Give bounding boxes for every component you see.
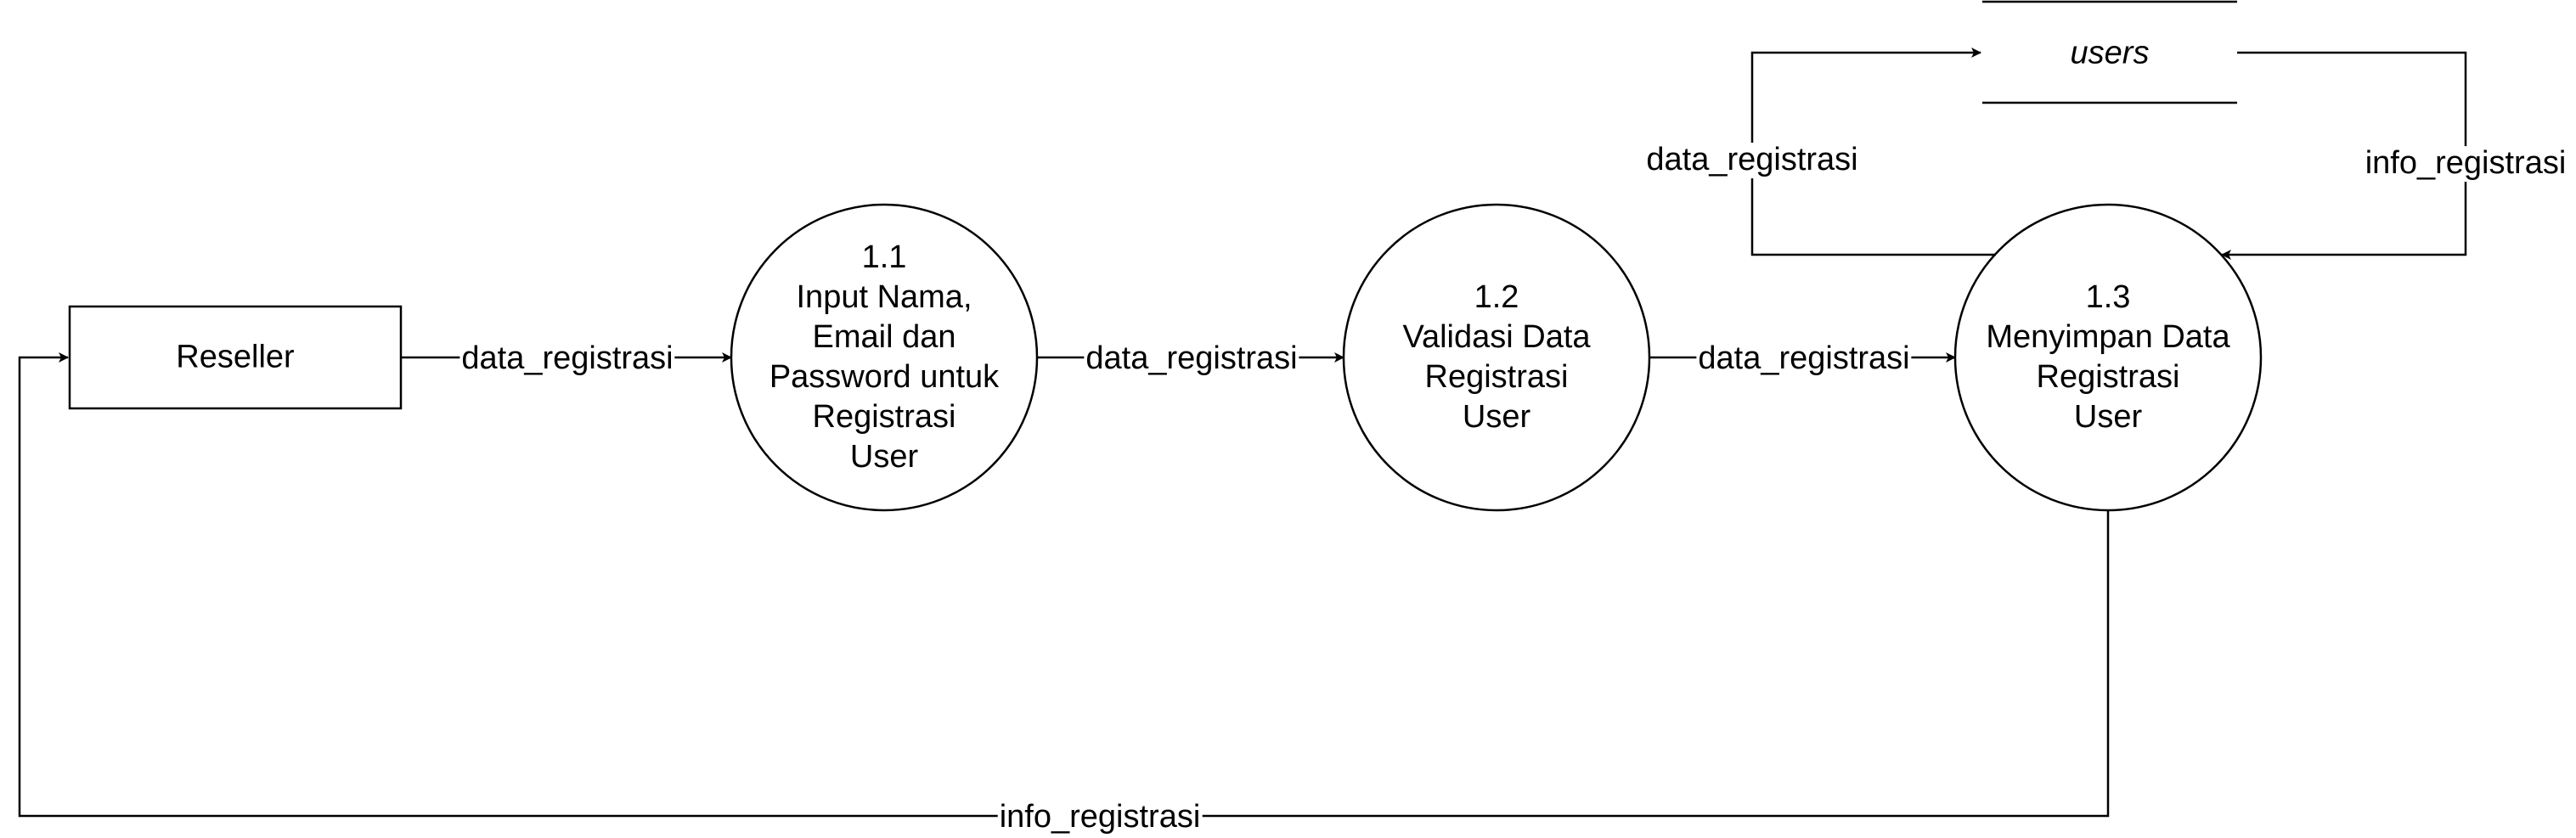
process-1-1-line: Password untuk <box>769 359 1000 395</box>
reseller-entity-label: Reseller <box>176 339 295 375</box>
process-1-1-line: Input Nama, <box>796 279 972 315</box>
process-1-3-line: User <box>2073 399 2143 435</box>
process-1-2-line: User <box>1462 399 1531 435</box>
process-1-2-line: Validasi Data <box>1402 319 1591 355</box>
flow-p2-to-p3-label: data_registrasi <box>1696 340 1912 377</box>
process-1-1-line: User <box>849 439 919 475</box>
flow-p3-to-store-label: data_registrasi <box>1644 142 1860 178</box>
process-1-3-line: Menyimpan Data <box>1986 319 2230 355</box>
users-datastore-label: users <box>2070 35 2150 71</box>
flow-reseller-to-p1-label: data_registrasi <box>459 340 675 377</box>
process-1-1-text: 1.1 Input Nama, Email dan Password untuk… <box>769 238 999 477</box>
process-1-1-line: Email dan <box>812 319 956 355</box>
process-1-3-text: 1.3 Menyimpan Data Registrasi User <box>1986 278 2229 437</box>
process-1-1-number: 1.1 <box>861 239 907 275</box>
flow-store-to-p3-label: info_registrasi <box>2363 145 2568 182</box>
reseller-entity-box[interactable] <box>68 305 403 410</box>
process-1-1-line: Registrasi <box>812 399 956 435</box>
process-1-2-number: 1.2 <box>1474 279 1519 315</box>
flow-p3-to-reseller-label: info_registrasi <box>997 799 1203 835</box>
process-1-2-line: Registrasi <box>1424 359 1569 395</box>
process-1-3-line: Registrasi <box>2036 359 2180 395</box>
process-1-3-number: 1.3 <box>2085 279 2131 315</box>
flow-p3-to-reseller-line <box>18 352 2110 818</box>
flow-p1-to-p2-label: data_registrasi <box>1084 340 1299 377</box>
process-1-2-text: 1.2 Validasi Data Registrasi User <box>1402 278 1590 437</box>
